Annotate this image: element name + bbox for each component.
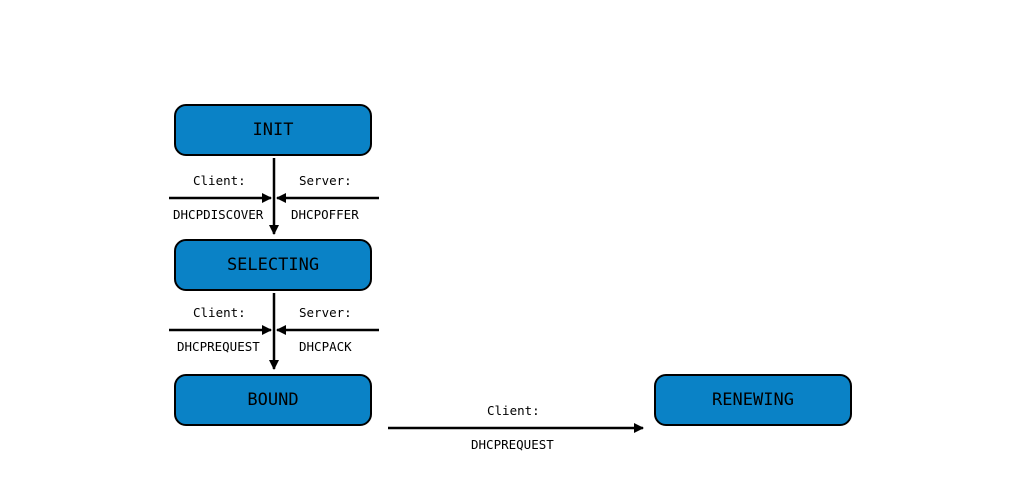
state-selecting-label: SELECTING [226, 255, 320, 275]
state-bound-label: BOUND [247, 390, 299, 410]
client-message-label: DHCPREQUEST [471, 437, 554, 452]
state-renewing: RENEWING [654, 374, 852, 426]
server-role-label: Server: [299, 305, 352, 320]
state-bound: BOUND [174, 374, 372, 426]
client-role-label: Client: [193, 173, 246, 188]
state-init-label: INIT [252, 120, 294, 140]
state-init: INIT [174, 104, 372, 156]
server-role-label: Server: [299, 173, 352, 188]
server-message-label: DHCPACK [299, 339, 352, 354]
server-message-label: DHCPOFFER [291, 207, 359, 222]
state-selecting: SELECTING [174, 239, 372, 291]
client-message-label: DHCPDISCOVER [173, 207, 264, 222]
client-role-label: Client: [193, 305, 246, 320]
client-message-label: DHCPREQUEST [177, 339, 260, 354]
client-role-label: Client: [487, 403, 540, 418]
state-renewing-label: RENEWING [712, 390, 794, 410]
